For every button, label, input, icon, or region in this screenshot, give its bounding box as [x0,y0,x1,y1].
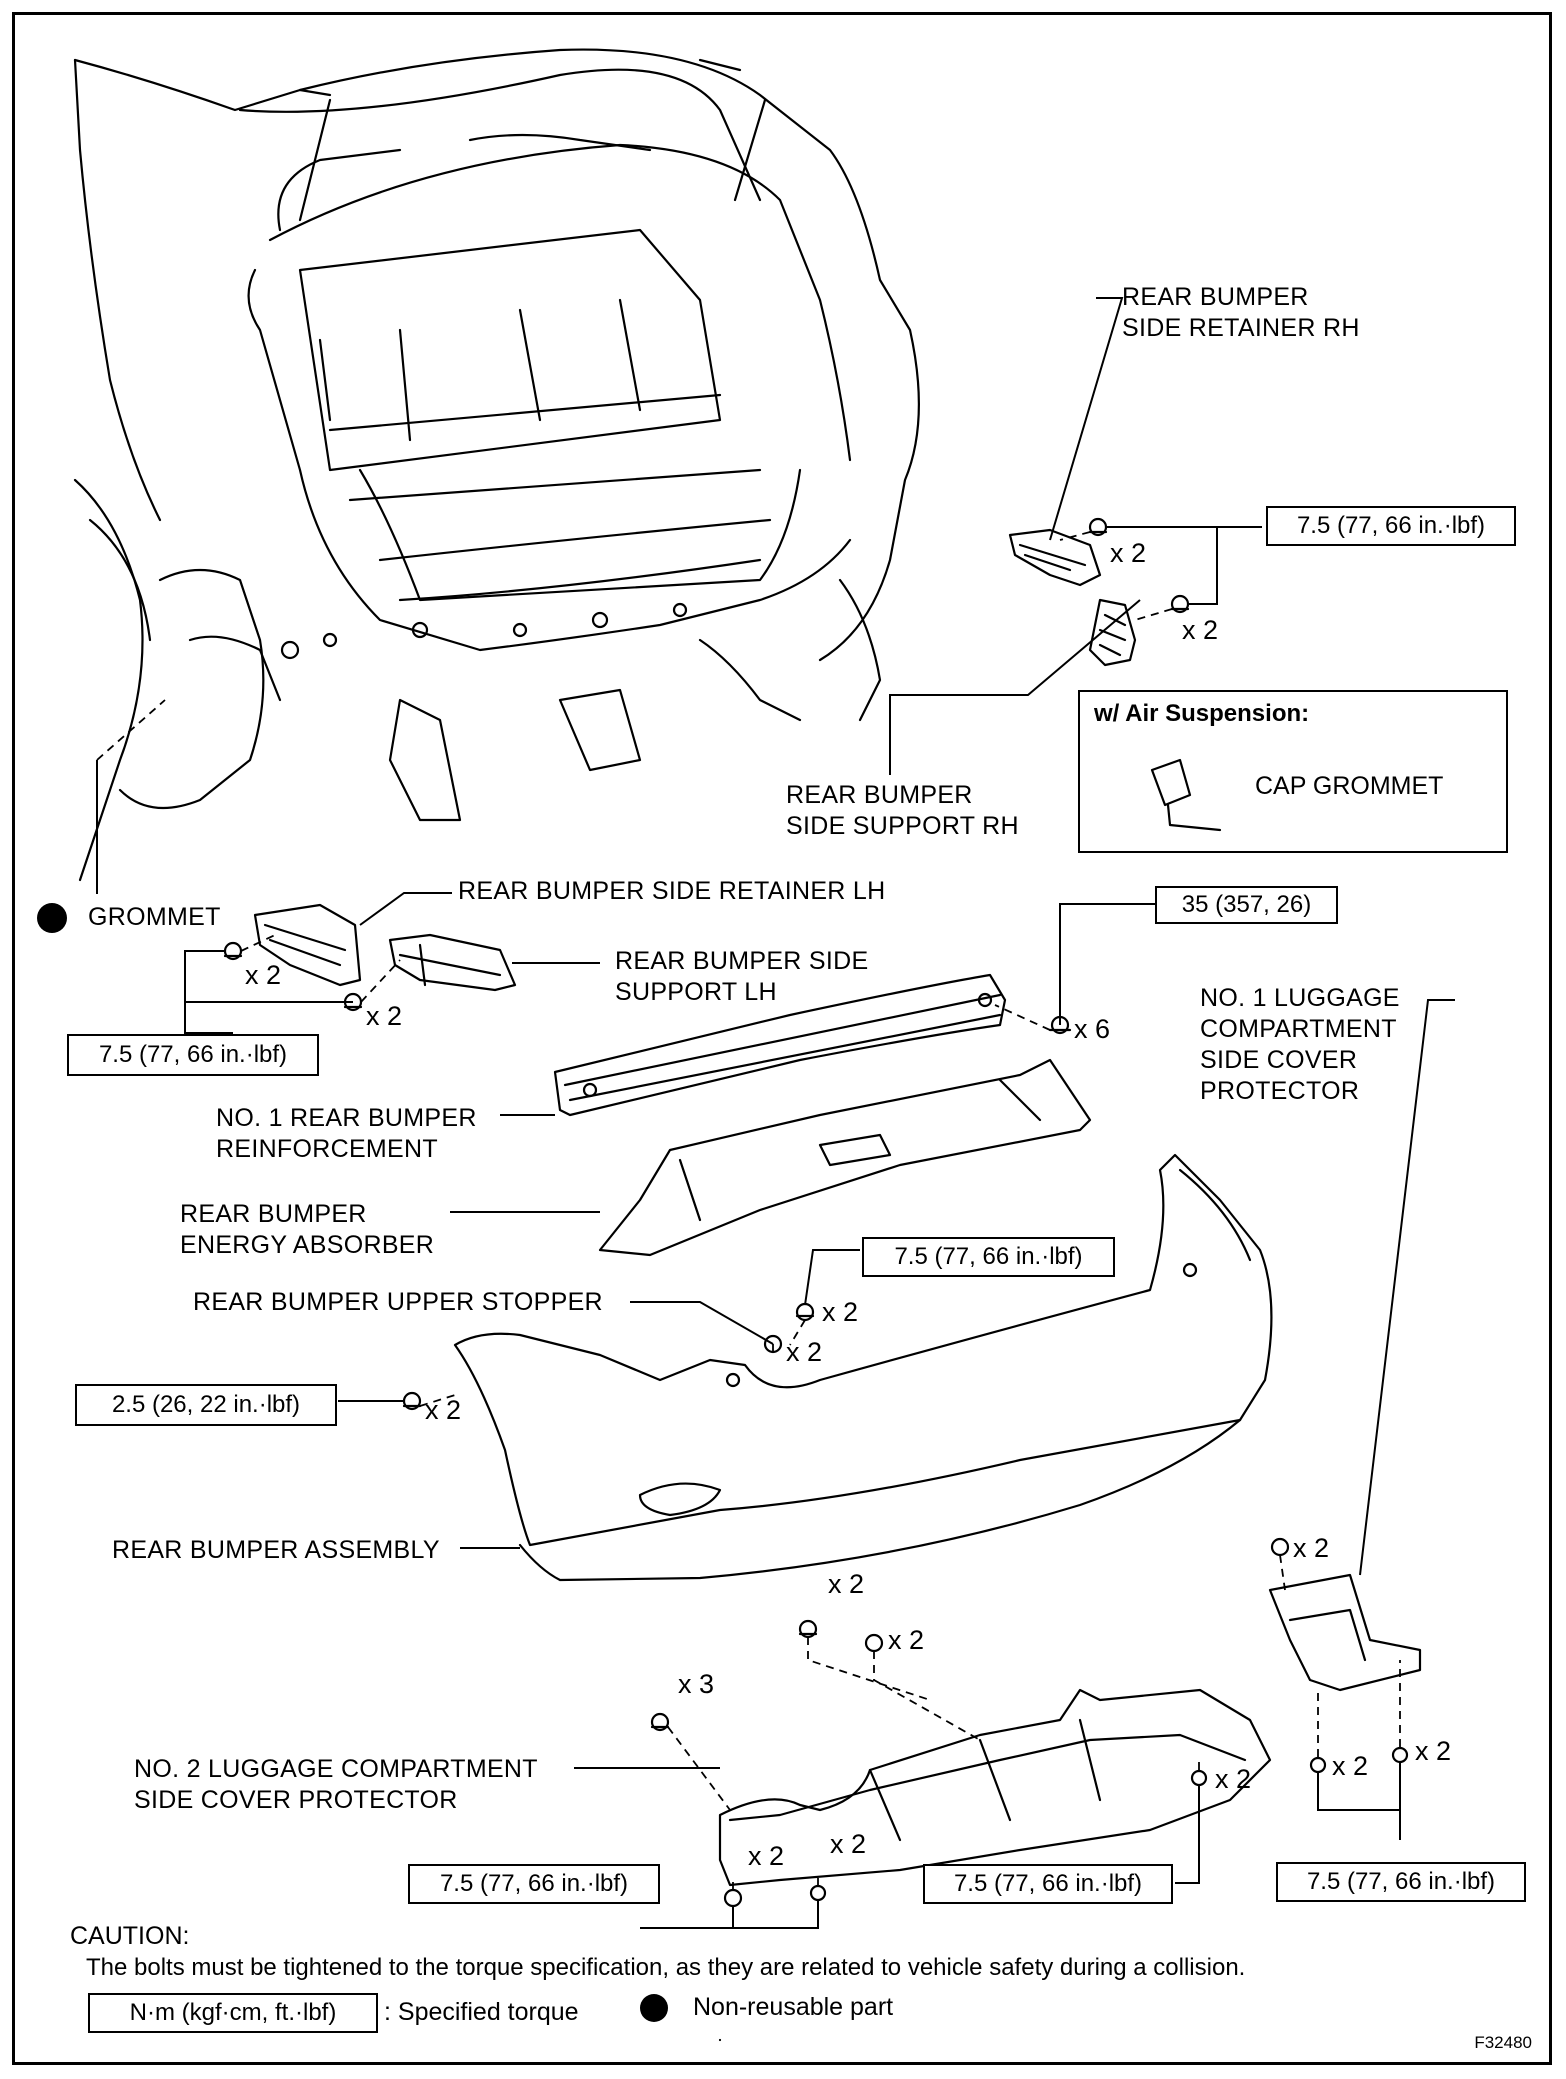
qty-upper-bolt: x 2 [822,1297,859,1327]
qty-protector2-right: x 2 [1215,1764,1252,1794]
torque-bottom-right: 7.5 (77, 66 in.·lbf) [1276,1862,1526,1902]
torque-lh-retainer: 7.5 (77, 66 in.·lbf) [67,1034,319,1076]
figure-frame [12,12,1552,2065]
air-suspension-box: w/ Air Suspension: CAP GROMMET [1078,690,1508,853]
torque-bottom-left: 7.5 (77, 66 in.·lbf) [408,1864,660,1904]
label-reinforcement: NO. 1 REAR BUMPER REINFORCEMENT [216,1104,477,1163]
bumper-reinforcement-beam [553,973,1072,1117]
caution-title: CAUTION: [70,1922,190,1950]
torque-upper-bolt: 7.5 (77, 66 in.·lbf) [862,1237,1115,1277]
energy-absorber-part [598,1058,1092,1257]
air-suspension-title: w/ Air Suspension: [1094,700,1310,727]
qty-left-screw: x 2 [425,1395,462,1425]
cap-grommet-part [1150,758,1222,832]
qty-protector1-bottom1: x 2 [1332,1751,1369,1781]
torque-rh-retainer: 7.5 (77, 66 in.·lbf) [1266,506,1516,546]
label-side-support-rh: REAR BUMPER SIDE SUPPORT RH [786,781,1019,840]
label-energy-absorber: REAR BUMPER ENERGY ABSORBER [180,1200,435,1259]
qty-protector2-bottom2: x 2 [830,1829,867,1859]
label-upper-stopper: REAR BUMPER UPPER STOPPER [193,1288,603,1316]
label-bumper-assembly: REAR BUMPER ASSEMBLY [112,1536,440,1564]
luggage-protector-2-part [650,1619,1272,2042]
torque-bottom-mid: 7.5 (77, 66 in.·lbf) [923,1864,1173,1904]
qty-protector1-top: x 2 [1293,1533,1330,1563]
bumper-cover-part [402,1153,1273,1582]
label-luggage-protector-1: NO. 1 LUGGAGE COMPARTMENT SIDE COVER PRO… [1200,984,1400,1105]
label-side-retainer-lh: REAR BUMPER SIDE RETAINER LH [458,877,886,905]
torque-reinforcement: 35 (357, 26) [1155,886,1338,924]
qty-protector2-bottom1: x 2 [748,1841,785,1871]
luggage-protector-1-part [1268,1537,1422,1774]
legend-non-reusable: Non-reusable part [693,1993,894,2021]
label-grommet: GROMMET [88,903,221,931]
qty-center-clip2: x 2 [888,1625,925,1655]
non-reusable-marker [37,903,67,933]
figure-id: F32480 [1474,2033,1532,2052]
rh-retainer-parts [1008,517,1190,667]
qty-lh-retainer-bolt: x 2 [245,960,282,990]
label-luggage-protector-2: NO. 2 LUGGAGE COMPARTMENT SIDE COVER PRO… [134,1755,538,1814]
lh-retainer-parts [223,903,517,1012]
qty-stopper: x 2 [786,1337,823,1367]
vehicle-rear-body [73,48,920,882]
qty-protector2-bolt: x 3 [678,1669,715,1699]
qty-rh-support-bolt: x 2 [1182,615,1219,645]
qty-rh-retainer-bolt: x 2 [1110,538,1147,568]
legend-torque-unit: N·m (kgf·cm, ft.·lbf) [88,1993,378,2033]
qty-lh-support-bolt: x 2 [366,1001,403,1031]
label-cap-grommet: CAP GROMMET [1255,772,1444,800]
qty-center-clip: x 2 [828,1569,865,1599]
caution-text: The bolts must be tightened to the torqu… [86,1954,1246,1981]
qty-protector1-bottom2: x 2 [1415,1736,1452,1766]
label-side-retainer-rh: REAR BUMPER SIDE RETAINER RH [1122,283,1360,342]
legend-non-reusable-dot [640,1994,668,2022]
legend-torque-desc: : Specified torque [384,1998,579,2026]
torque-left-screw: 2.5 (26, 22 in.·lbf) [75,1384,337,1426]
qty-reinforcement-nut: x 6 [1074,1014,1111,1044]
label-side-support-lh: REAR BUMPER SIDE SUPPORT LH [615,947,869,1006]
